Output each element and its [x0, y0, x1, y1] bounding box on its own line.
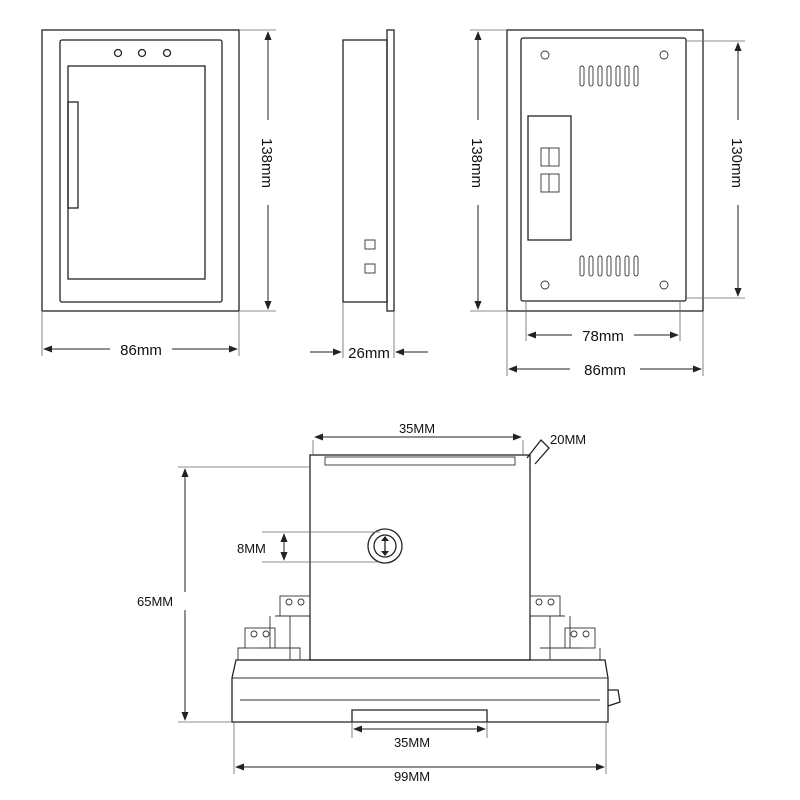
left-terminals [236, 595, 311, 661]
top-width-label: 35MM [399, 421, 435, 436]
back-inner-height-label: 130mm [728, 138, 745, 188]
hole-size-label: 8MM [237, 541, 266, 556]
side-port-1 [364, 239, 376, 250]
module-base [231, 659, 609, 723]
cable-label: 20MM [550, 432, 586, 447]
module-cable [526, 439, 550, 465]
base-width-dimension: 99MM [233, 722, 607, 784]
module-case [309, 454, 531, 661]
back-screw-bl [540, 280, 550, 290]
front-indicator-2 [137, 48, 147, 58]
front-bezel [59, 39, 223, 303]
front-view [41, 29, 240, 312]
right-terminals [529, 595, 605, 661]
height-dimension: 65MM [137, 466, 310, 723]
back-outer-frame [506, 29, 704, 312]
back-housing [520, 37, 687, 302]
top-width-dimension: 35MM [312, 421, 524, 456]
hole-size-dimension: 8MM [237, 531, 380, 563]
height-label: 65MM [137, 594, 173, 609]
front-indicator-1 [113, 48, 123, 58]
din-rail-notch [351, 709, 488, 722]
back-width-dimension: 86mm [506, 312, 704, 379]
front-width-dimension: 86mm [41, 312, 240, 359]
back-width-label: 86mm [584, 362, 626, 379]
back-screw-tr [659, 50, 669, 60]
back-height-label: 138mm [468, 138, 485, 188]
back-connector-port-1 [540, 147, 560, 167]
side-depth-label: 26mm [348, 345, 390, 362]
base-width-label: 99MM [394, 769, 430, 784]
back-inner-height-dimension: 130mm [687, 40, 745, 299]
front-screen [67, 65, 206, 280]
back-screw-tl [540, 50, 550, 60]
back-connector-port-2 [540, 173, 560, 193]
front-height-label: 138mm [258, 138, 275, 188]
front-indicator-3 [162, 48, 172, 58]
back-view [506, 29, 704, 312]
side-body [342, 39, 388, 303]
din-clip [607, 689, 621, 707]
module-button-outer [367, 528, 403, 564]
front-height-dimension: 138mm [240, 29, 276, 312]
back-vent-top [579, 65, 639, 87]
side-front-panel [386, 29, 395, 312]
back-screw-br [659, 280, 669, 290]
rail-width-label: 35MM [394, 735, 430, 750]
back-vent-bottom [579, 255, 639, 277]
back-connector-block [527, 115, 572, 241]
rail-width-dimension: 35MM [351, 722, 488, 750]
back-inner-width-dimension: 78mm [525, 302, 681, 345]
front-width-label: 86mm [120, 342, 162, 359]
back-inner-width-label: 78mm [582, 328, 624, 345]
din-module [231, 439, 621, 723]
side-port-2 [364, 263, 376, 274]
side-depth-dimension: 26mm [310, 303, 428, 362]
module-top-ridge [324, 456, 516, 466]
side-view [342, 29, 395, 312]
front-side-strip [67, 101, 79, 209]
back-height-dimension: 138mm [468, 29, 507, 312]
module-button-inner [373, 534, 397, 558]
front-outer-frame [41, 29, 240, 312]
